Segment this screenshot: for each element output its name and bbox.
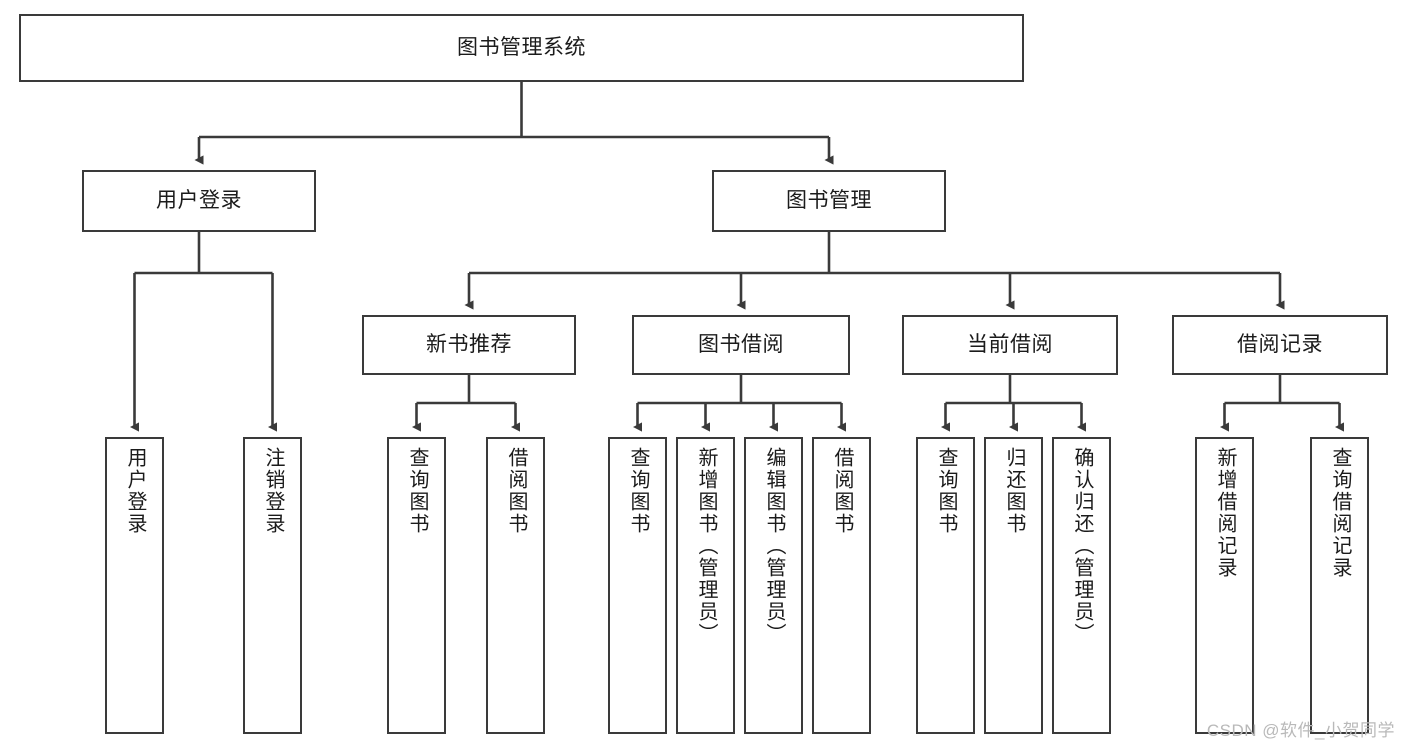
- node-label: 图书管理系统: [457, 35, 586, 59]
- node-label: 图书借阅: [698, 332, 784, 356]
- node-label: 注销登录: [262, 447, 284, 535]
- node-l3-borrow-record[interactable]: 借阅记录: [1172, 315, 1388, 375]
- node-label: 查询图书: [406, 447, 428, 535]
- node-leaf-leaf-query-record[interactable]: 查询借阅记录: [1310, 437, 1369, 734]
- node-label: 当前借阅: [967, 332, 1053, 356]
- node-leaf-leaf-add-record[interactable]: 新增借阅记录: [1195, 437, 1254, 734]
- node-leaf-leaf-add-book[interactable]: 新增图书（管理员）: [676, 437, 735, 734]
- node-label: 查询图书: [935, 447, 957, 535]
- node-label: 借阅图书: [831, 447, 853, 535]
- node-root-root[interactable]: 图书管理系统: [19, 14, 1024, 82]
- node-leaf-leaf-borrow-book-1[interactable]: 借阅图书: [486, 437, 545, 734]
- node-label: 借阅记录: [1237, 332, 1323, 356]
- node-label: 确认归还（管理员）: [1071, 447, 1093, 645]
- node-leaf-leaf-query-book-1[interactable]: 查询图书: [387, 437, 446, 734]
- node-label: 查询借阅记录: [1329, 447, 1351, 579]
- node-leaf-leaf-logout[interactable]: 注销登录: [243, 437, 302, 734]
- node-label: 新增借阅记录: [1214, 447, 1236, 579]
- node-leaf-leaf-borrow-book-2[interactable]: 借阅图书: [812, 437, 871, 734]
- csdn-watermark: CSDN @软件_小贺同学: [1206, 721, 1395, 740]
- node-l2-user-login[interactable]: 用户登录: [82, 170, 316, 232]
- node-label: 新增图书（管理员）: [695, 447, 717, 645]
- node-l2-book-manage[interactable]: 图书管理: [712, 170, 946, 232]
- node-label: 用户登录: [156, 188, 242, 212]
- node-leaf-leaf-edit-book[interactable]: 编辑图书（管理员）: [744, 437, 803, 734]
- node-leaf-leaf-query-book-2[interactable]: 查询图书: [608, 437, 667, 734]
- node-leaf-leaf-return-book[interactable]: 归还图书: [984, 437, 1043, 734]
- node-l3-new-book-rec[interactable]: 新书推荐: [362, 315, 576, 375]
- node-leaf-leaf-query-book-3[interactable]: 查询图书: [916, 437, 975, 734]
- node-label: 用户登录: [124, 447, 146, 535]
- node-label: 编辑图书（管理员）: [763, 447, 785, 645]
- node-label: 查询图书: [627, 447, 649, 535]
- node-leaf-leaf-confirm-return[interactable]: 确认归还（管理员）: [1052, 437, 1111, 734]
- node-leaf-leaf-user-login[interactable]: 用户登录: [105, 437, 164, 734]
- node-l3-book-borrow[interactable]: 图书借阅: [632, 315, 850, 375]
- node-label: 图书管理: [786, 188, 872, 212]
- node-l3-current-borrow[interactable]: 当前借阅: [902, 315, 1118, 375]
- node-label: 归还图书: [1003, 447, 1025, 535]
- node-label: 借阅图书: [505, 447, 527, 535]
- node-label: 新书推荐: [426, 332, 512, 356]
